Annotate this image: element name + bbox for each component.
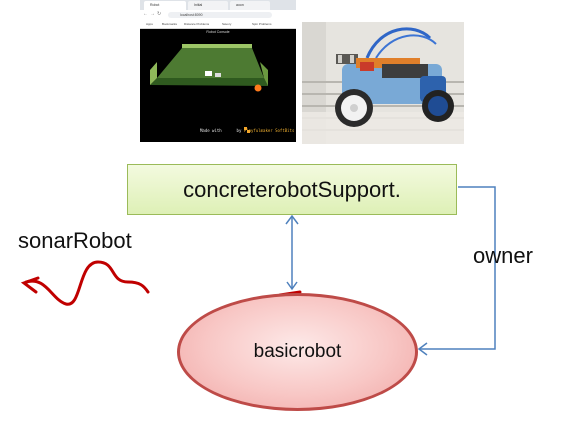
forward-icon: → [150, 11, 155, 17]
arena-floor [157, 48, 264, 78]
arrowhead-down-icon [286, 281, 298, 291]
sonar-robot-label: sonarRobot [18, 228, 132, 253]
browser-tab: Robot [144, 1, 186, 10]
browser-page-title: Robot Console [206, 30, 230, 34]
arena-front-wall [150, 78, 268, 86]
bookmark-item: Savory [222, 22, 232, 26]
support-box-label: concreterobotSupport. [183, 176, 401, 202]
arena-back-wall [182, 44, 252, 48]
browser-toolbar: ← → ↻ localhost:8090 [140, 10, 296, 20]
basicrobot-node: basicrobot [177, 293, 418, 411]
obstacle-block [215, 73, 221, 77]
sonar-arrowhead-icon [20, 276, 40, 294]
robot-avatar [205, 71, 212, 76]
bookmark-item: Spin Problems [252, 22, 272, 26]
target-ball [254, 84, 262, 92]
browser-tab: Initial [188, 1, 228, 10]
owner-connector [420, 186, 496, 350]
reload-icon: ↻ [157, 11, 162, 17]
sonar-scribble [24, 260, 150, 306]
arena-left-wall [150, 62, 157, 85]
concrete-robot-support-box: concreterobotSupport. [127, 164, 457, 215]
browser-address-bar: localhost:8090 [168, 12, 272, 18]
arrowhead-up-icon [285, 214, 299, 225]
bookmark-item: Apps [146, 22, 153, 26]
basicrobot-label: basicrobot [253, 341, 342, 362]
arrowhead-left-icon [417, 342, 428, 356]
mbot-robot-picture [302, 22, 464, 144]
browser-tab: aoon [230, 1, 270, 10]
robot-photo [302, 22, 464, 144]
arena-right-wall [260, 62, 268, 86]
owner-label: owner [473, 243, 533, 268]
footer-logo-icon [244, 127, 250, 133]
back-icon: ← [143, 11, 148, 17]
browser-tab-bar: Robot Initial aoon [140, 0, 296, 10]
browser-bookmarks-bar: Apps Bookmarks Distance Problems Savory … [140, 20, 296, 29]
bookmark-item: Bookmarks [162, 22, 178, 26]
virtual-robot-scene [150, 44, 268, 133]
browser-footer: Made with by Playfulmaker SoftBits [200, 128, 295, 133]
bookmark-item: Distance Problems [184, 22, 210, 26]
browser-screenshot: Robot Initial aoon ← → ↻ localhost:8090 … [140, 0, 296, 142]
